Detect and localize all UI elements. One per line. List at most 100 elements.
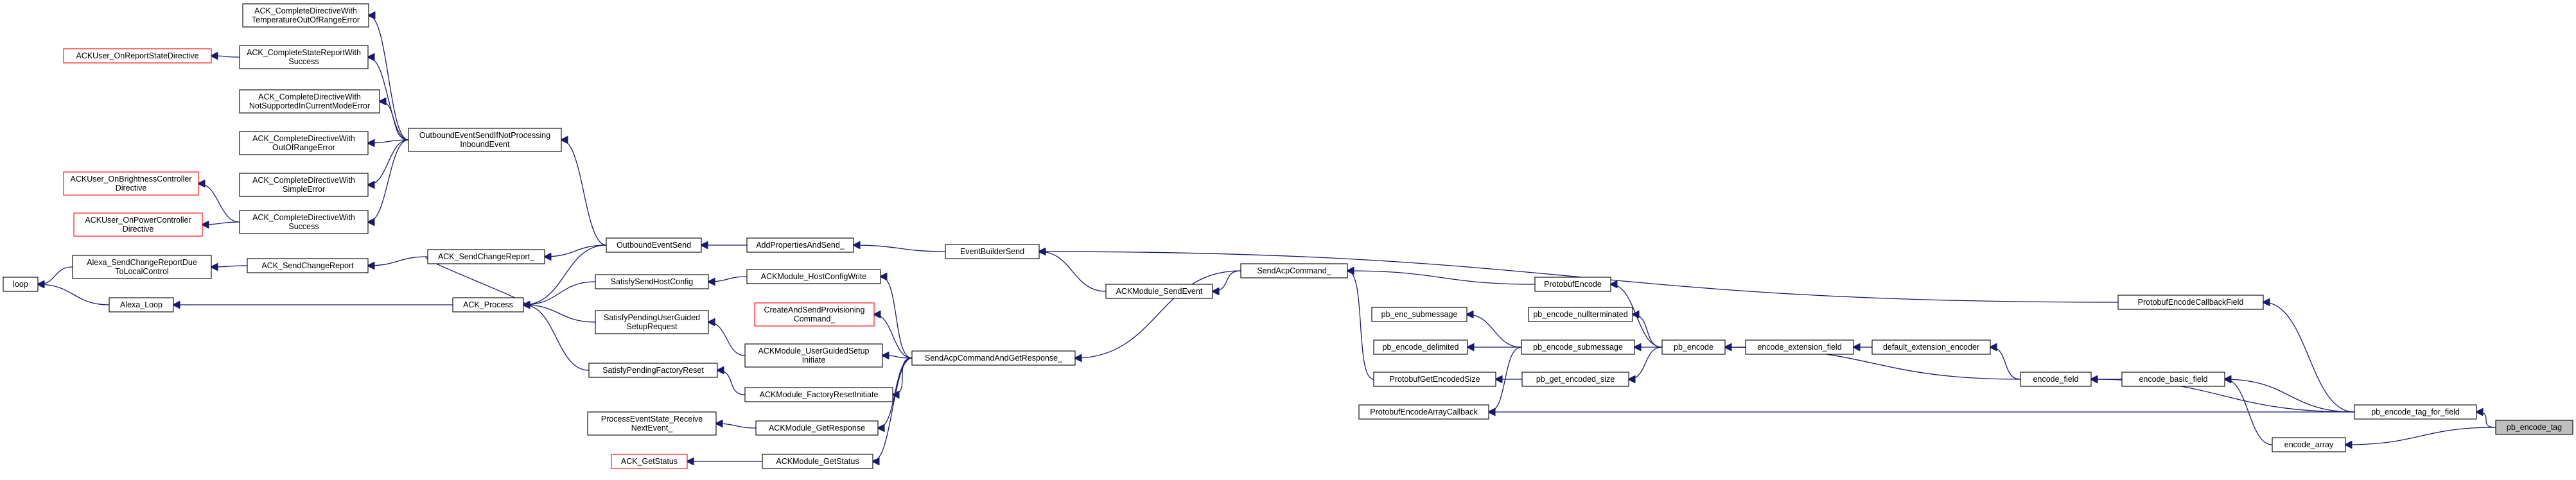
call-edge-ackmodule-userguidedsetupinitiate-to-sendacpcommandandgetresponse (882, 356, 913, 358)
node-ackmodule-factoryresetinitiate[interactable]: ACKModule_FactoryResetInitiate (744, 387, 893, 402)
node-label: encode_extension_field (1757, 343, 1841, 352)
node-ackmodule-getstatus[interactable]: ACKModule_GetStatus (762, 454, 873, 469)
node-label: OutOfRangeError (272, 143, 335, 152)
node-box (744, 343, 883, 368)
node-label: Success (288, 57, 319, 66)
node-label: NextEvent_ (631, 424, 674, 433)
node-pb-encode-delimited[interactable]: pb_encode_delimited (1373, 339, 1468, 355)
node-addpropertiesandsend[interactable]: AddPropertiesAndSend_ (746, 237, 854, 253)
node-ackmodule-hostconfigwrite[interactable]: ACKModule_HostConfigWrite (746, 269, 881, 284)
node-protobufencodearraycallback[interactable]: ProtobufEncodeArrayCallback (1358, 404, 1489, 420)
node-label: ACK_CompleteDirectiveWith (252, 176, 355, 185)
call-edge-encode-array-to-pb-encode-tag (2345, 427, 2496, 445)
call-edge-ackuser-onpowercontrollerdirective-to-ack-completedirectivewithsuccess (202, 222, 240, 225)
node-box (1661, 339, 1726, 355)
node-label: ACKUser_OnReportStateDirective (76, 51, 198, 60)
node-loop[interactable]: loop (3, 277, 39, 292)
node-pb-encode-tag-for-field[interactable]: pb_encode_tag_for_field (2354, 404, 2477, 420)
node-pb-encode-nullterminated[interactable]: pb_encode_nullterminated (1528, 307, 1633, 322)
node-ackmodule-sendevent[interactable]: ACKModule_SendEvent (1105, 284, 1213, 299)
call-edge-default-extension-encoder-to-encode-field (1990, 347, 2021, 380)
node-box (408, 128, 562, 152)
node-label: SendAcpCommand_ (1257, 266, 1331, 275)
node-label: TemperatureOutOfRangeError (252, 15, 360, 24)
call-edge-ack-completestatereportwithsuccess-to-outboundeventsendifnotprocessinginboundevent (368, 57, 409, 141)
call-edge-ack-completedirectivewithsuccess-to-outboundeventsendifnotprocessinginboundevent (368, 139, 409, 222)
node-box (452, 297, 524, 313)
node-ackmodule-getresponse[interactable]: ACKModule_GetResponse (755, 420, 879, 436)
node-ack-sendchangereport[interactable]: ACK_SendChangeReport (247, 258, 369, 273)
node-pb-get-encoded-size[interactable]: pb_get_encoded_size (1521, 372, 1629, 387)
node-encode-extension-field[interactable]: encode_extension_field (1745, 339, 1854, 355)
node-label: CreateAndSendProvisioning (764, 305, 864, 314)
node-box (611, 454, 688, 469)
call-edge-ack-process-to-satisfypendingfactoryreset (523, 305, 590, 371)
node-pb-encode-tag[interactable]: pb_encode_tag (2495, 420, 2573, 435)
node-ack-completedirectivewithtemperatureoutofrangeerror[interactable]: ACK_CompleteDirectiveWithTemperatureOutO… (242, 3, 369, 28)
node-box (1745, 339, 1854, 355)
node-label: ACKUser_OnBrightnessController (71, 175, 192, 184)
node-label: SimpleError (283, 185, 325, 194)
node-pb-encode-submessage[interactable]: pb_encode_submessage (1521, 339, 1635, 355)
node-label: ACK_SendChangeReport (261, 261, 354, 270)
call-edge-satisfypendinguserguidedsetuprequest-to-ackmodule-userguidedsetupinitiate (708, 322, 746, 356)
node-label: ACK_CompleteDirectiveWith (254, 6, 357, 15)
node-label: EventBuilderSend (960, 247, 1024, 256)
node-satisfypendingfactoryreset[interactable]: SatisfyPendingFactoryReset (588, 363, 718, 378)
node-label: ProtobufEncodeCallbackField (2138, 298, 2244, 307)
node-box (239, 131, 369, 155)
node-label: encode_array (2284, 440, 2334, 449)
call-edge-satisfysendhostconfig-to-ackmodule-hostconfigwrite (708, 276, 748, 282)
node-satisfysendhostconfig[interactable]: SatisfySendHostConfig (595, 274, 709, 289)
call-edge-satisfypendingfactoryreset-to-ackmodule-factoryresetinitiate (717, 370, 746, 395)
node-label: SatisfyPendingFactoryReset (602, 366, 704, 375)
node-encode-field[interactable]: encode_field (2020, 372, 2092, 387)
node-ack-completedirectivewithnotsupportedincurrentmodeerror[interactable]: ACK_CompleteDirectiveWithNotSupportedInC… (239, 89, 380, 114)
node-outboundeventsendifnotprocessinginboundevent[interactable]: OutboundEventSendIfNotProcessingInboundE… (408, 128, 562, 152)
node-sendacpcommandandgetresponse[interactable]: SendAcpCommandAndGetResponse_ (911, 350, 1076, 366)
call-edge-createandsendprovisioningcommand-to-sendacpcommandandgetresponse (874, 314, 913, 359)
node-eventbuildersend[interactable]: EventBuilderSend (945, 244, 1040, 259)
node-label: ACKModule_GetResponse (769, 424, 865, 433)
node-pb-encode[interactable]: pb_encode (1661, 339, 1726, 355)
node-encode-basic-field[interactable]: encode_basic_field (2121, 372, 2225, 387)
node-encode-array[interactable]: encode_array (2272, 437, 2346, 452)
node-ackuser-onreportstatedirective[interactable]: ACKUser_OnReportStateDirective (63, 48, 212, 64)
call-edge-pb-encode-tag-for-field-to-pb-encode-tag (2476, 412, 2496, 428)
call-edge-ack-process-to-satisfypendinguserguidedsetuprequest (523, 305, 596, 323)
node-ack-getstatus[interactable]: ACK_GetStatus (611, 454, 688, 469)
node-label: SetupRequest (626, 322, 678, 331)
call-edge-outboundeventsendifnotprocessinginboundevent-to-outboundeventsend (561, 140, 607, 246)
node-alexa-loop[interactable]: Alexa_Loop (109, 297, 174, 313)
call-edge-ackuser-onbrightnesscontrollerdirective-to-ack-completedirectivewithsuccess (198, 184, 240, 223)
node-box (606, 237, 702, 253)
node-outboundeventsend[interactable]: OutboundEventSend (606, 237, 702, 253)
call-edge-ack-sendchangereport-to-ack-sendchangereport (368, 256, 428, 266)
node-protobufgetencodedsize[interactable]: ProtobufGetEncodedSize (1373, 372, 1496, 387)
node-label: pb_encode_tag_for_field (2371, 407, 2460, 416)
node-label: AddPropertiesAndSend_ (756, 241, 845, 250)
node-label: pb_get_encoded_size (1536, 375, 1615, 384)
node-protobufencode[interactable]: ProtobufEncode (1534, 277, 1611, 292)
node-protobufencodecallbackfield[interactable]: ProtobufEncodeCallbackField (2117, 295, 2264, 310)
node-ack-sendchangereport[interactable]: ACK_SendChangeReport_ (427, 249, 545, 264)
node-default-extension-encoder[interactable]: default_extension_encoder (1871, 339, 1991, 355)
call-edge-ack-completedirectivewithoutofrangeerror-to-outboundeventsendifnotprocessinginboundevent (368, 140, 409, 143)
node-sendacpcommand[interactable]: SendAcpCommand_ (1240, 263, 1348, 279)
node-box (73, 212, 203, 237)
node-ack-process[interactable]: ACK_Process (452, 297, 524, 313)
node-label: Directive (116, 184, 147, 193)
node-pb-enc-submessage[interactable]: pb_enc_submessage (1371, 307, 1468, 322)
